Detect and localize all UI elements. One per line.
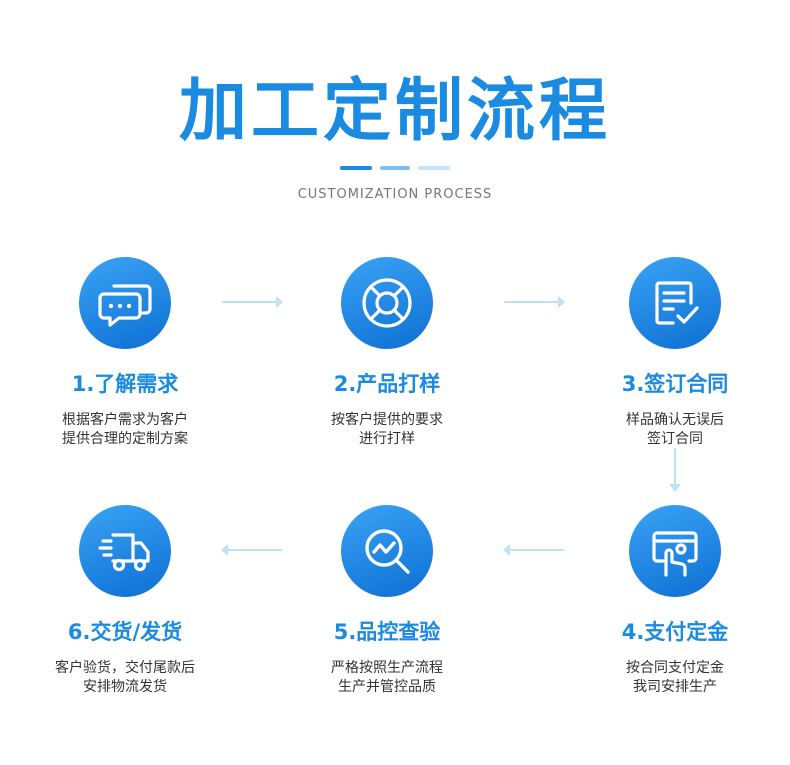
arrow-right-icon — [222, 296, 283, 308]
step-description: 样品确认无误后签订合同 — [626, 412, 724, 447]
step-title: 6.交货/发货 — [67, 620, 183, 644]
chat-bubbles-icon — [98, 284, 152, 327]
contract-check-icon — [655, 281, 699, 325]
arrow-right-icon — [504, 296, 565, 308]
step-title: 5.品控查验 — [333, 620, 441, 644]
step-icon-circle — [341, 505, 433, 597]
process-step-1: 1.了解需求 根据客户需求为客户提供合理的定制方案 — [10, 257, 240, 449]
step-description: 按客户提供的要求进行打样 — [331, 412, 443, 447]
process-step-5: 5.品控查验 严格按照生产流程生产并管控品质 — [272, 505, 502, 697]
arrow-left-icon — [503, 544, 564, 556]
payment-card-icon — [652, 531, 698, 577]
step-title: 2.产品打样 — [333, 372, 441, 396]
step-icon-circle — [341, 257, 433, 349]
title-accent-dash — [380, 166, 410, 170]
process-step-4: 4.支付定金 按合同支付定金我司安排生产 — [560, 505, 790, 697]
title-accent-dash — [418, 166, 450, 170]
page-title: 加工定制流程 — [178, 72, 611, 151]
step-icon-circle — [79, 505, 171, 597]
arrow-left-icon — [221, 544, 282, 556]
process-step-6: 6.交货/发货 客户验货，交付尾款后安排物流发货 — [10, 505, 240, 697]
step-icon-circle — [629, 257, 721, 349]
page-subtitle: CUSTOMIZATION PROCESS — [297, 187, 493, 202]
arrow-down-icon — [669, 448, 681, 492]
step-description: 客户验货，交付尾款后安排物流发货 — [55, 660, 195, 695]
step-description: 按合同支付定金我司安排生产 — [626, 660, 724, 695]
step-title: 3.签订合同 — [621, 372, 729, 396]
step-icon-circle — [629, 505, 721, 597]
delivery-truck-icon — [98, 533, 150, 572]
title-accent-dash — [340, 166, 372, 170]
lifebuoy-icon — [362, 278, 412, 328]
process-step-3: 3.签订合同 样品确认无误后签订合同 — [560, 257, 790, 449]
step-description: 严格按照生产流程生产并管控品质 — [331, 660, 443, 695]
step-description: 根据客户需求为客户提供合理的定制方案 — [62, 412, 188, 447]
step-title: 1.了解需求 — [71, 372, 179, 396]
process-step-2: 2.产品打样 按客户提供的要求进行打样 — [272, 257, 502, 449]
magnifier-chart-icon — [365, 529, 410, 574]
step-icon-circle — [79, 257, 171, 349]
step-title: 4.支付定金 — [621, 620, 729, 644]
